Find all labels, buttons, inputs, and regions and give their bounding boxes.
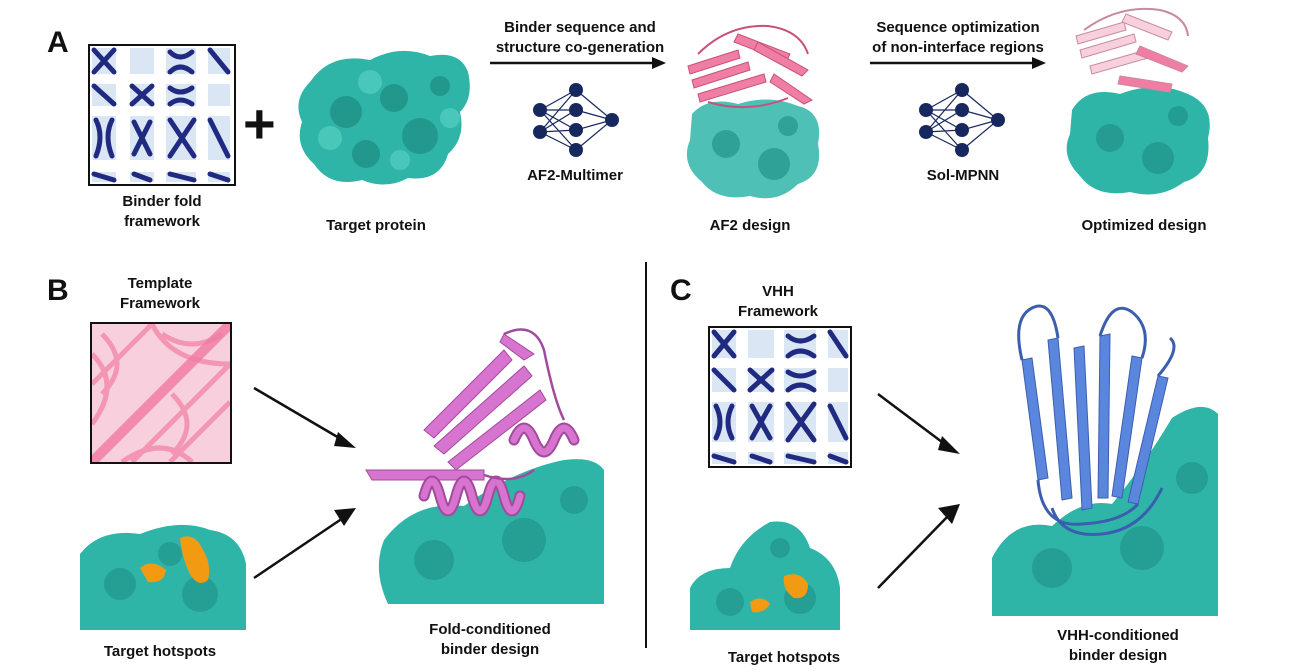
neural-network-icon-2 [919,83,1005,157]
fold-conditioned-binder-structure [365,328,604,604]
binder-fold-framework-map [88,44,236,186]
sol-mpnn-label: Sol-MPNN [926,167,1000,184]
arrow-icon-c-bottom [877,504,960,589]
binder-fold-framework-caption: Binder fold framework [122,193,202,230]
fold-conditioned-caption: Fold-conditioned binder design [429,621,551,658]
plus-sign: + [243,92,276,155]
neural-network-icon [533,83,619,157]
panel-divider [645,262,647,648]
target-hotspots-caption-c: Target hotspots [727,649,841,666]
optimized-design-structure [1066,7,1210,195]
vhh-framework-title: VHH Framework [737,283,819,320]
panel-b-letter: B [47,274,69,307]
template-framework-title: Template Framework [119,275,201,312]
vhh-conditioned-caption: VHH-conditioned binder design [1057,627,1179,664]
target-hotspots-surface-c [690,521,840,630]
step1-caption: Binder sequence and structure co-generat… [495,19,665,56]
target-hotspots-caption-b: Target hotspots [103,643,217,660]
panel-c-letter: C [670,274,692,307]
arrow-icon-b-bottom [253,508,356,580]
arrow-icon-b-top [253,386,356,448]
target-protein-surface [298,50,470,185]
af2-multimer-label: AF2-Multimer [527,167,623,184]
target-protein-caption: Target protein [326,217,426,234]
step2-arrow-icon [870,57,1046,69]
template-framework-map [90,322,232,464]
step2-caption: Sequence optimization of non-interface r… [872,19,1044,56]
target-hotspots-surface-b [80,524,246,630]
vhh-framework-map [708,326,852,468]
arrow-icon-c-top [877,393,960,454]
af2-design-caption: AF2 design [709,217,791,234]
optimized-design-caption: Optimized design [1081,217,1207,234]
panel-a-letter: A [47,26,69,59]
step1-arrow-icon [490,57,666,69]
vhh-conditioned-binder-structure [992,304,1218,616]
af2-design-structure [686,24,820,199]
